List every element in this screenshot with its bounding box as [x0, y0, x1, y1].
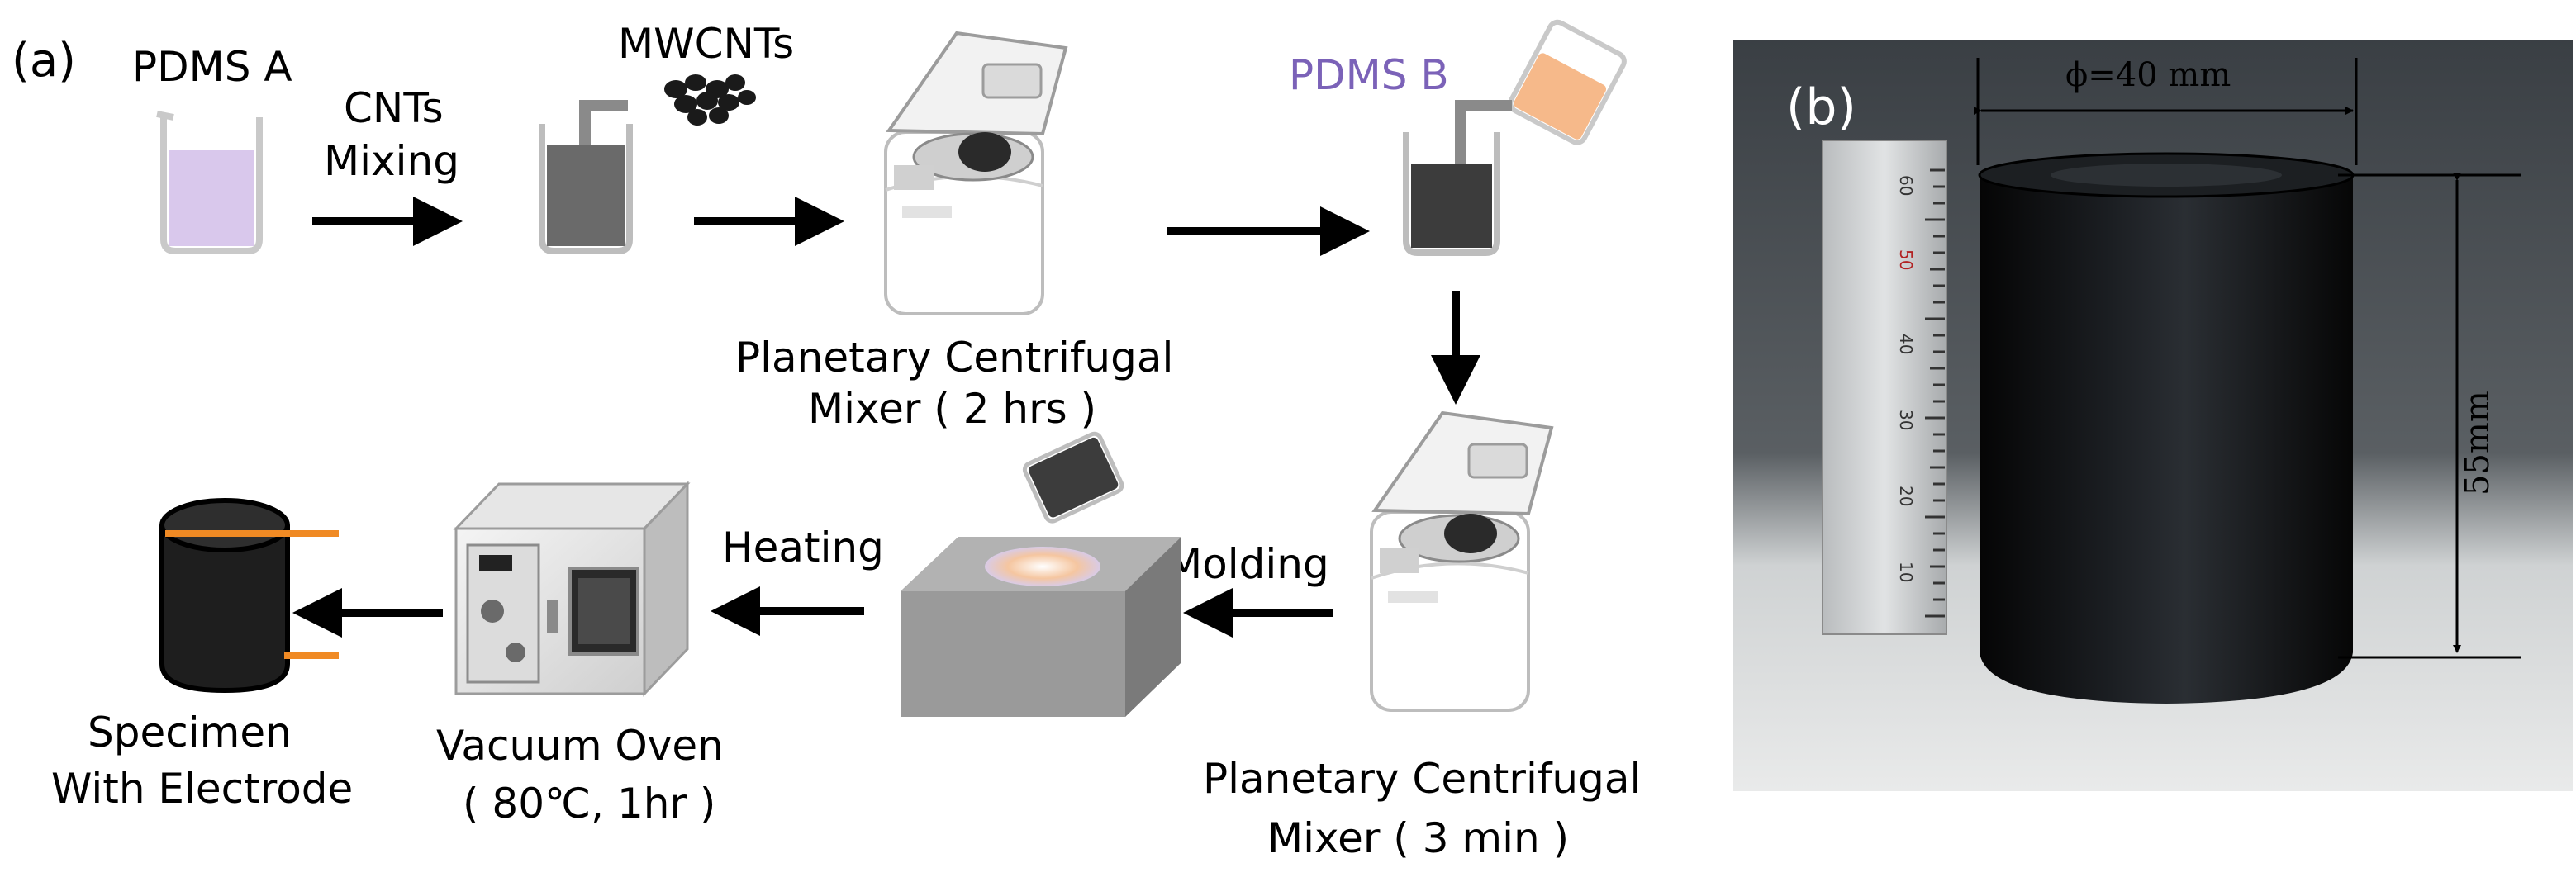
mixer1-label-1: Planetary Centrifugal	[735, 334, 1173, 382]
panel-a-label: (a)	[12, 34, 76, 88]
mixer2-label-2: Mixer ( 3 min )	[1267, 814, 1569, 862]
specimen-label-2: With Electrode	[51, 765, 353, 813]
oven-label-1: Vacuum Oven	[436, 722, 724, 770]
ruler-tick-40: 40	[1896, 334, 1916, 354]
ruler: 60 50 40 30 20 10	[1822, 140, 1947, 635]
black-cylinder-specimen	[1978, 152, 2355, 704]
pdms-b-label: PDMS B	[1289, 51, 1449, 99]
oven-label-2: ( 80℃, 1hr )	[463, 780, 715, 827]
mixer1-label-2: Mixer ( 2 hrs )	[808, 385, 1096, 433]
cnt-mixing-beaker	[539, 100, 633, 254]
panel-b-label: (b)	[1786, 78, 1856, 136]
mwcnt-particles	[664, 74, 756, 126]
heating-label: Heating	[722, 524, 884, 571]
mixer2-label-1: Planetary Centrifugal	[1203, 755, 1641, 803]
diameter-label: ϕ=40 mm	[2065, 56, 2231, 94]
vacuum-oven	[453, 481, 691, 697]
specimen-with-electrode	[159, 498, 339, 694]
mwcnts-label: MWCNTs	[618, 20, 794, 68]
pouring-cup	[1022, 431, 1124, 524]
cnts-mixing-label-1: CNTs	[344, 84, 444, 132]
cnts-mixing-label-2: Mixing	[324, 137, 459, 185]
ruler-tick-30: 30	[1896, 410, 1916, 430]
height-label: 55mm	[2459, 391, 2497, 496]
ruler-tick-10: 10	[1896, 562, 1916, 582]
centrifugal-mixer-2	[1370, 410, 1554, 712]
mold-box	[901, 537, 1181, 717]
pdms-b-beaker	[1508, 19, 1627, 145]
ruler-tick-60: 60	[1896, 175, 1916, 196]
molding-label: Molding	[1167, 540, 1329, 588]
specimen-label-1: Specimen	[88, 709, 292, 756]
mixture-beaker	[1403, 100, 1512, 256]
ruler-tick-20: 20	[1896, 486, 1916, 506]
panel-b-photo: 60 50 40 30 20 10 ϕ=40 mm 55mm (b)	[1733, 40, 2573, 791]
ruler-tick-50: 50	[1896, 249, 1916, 270]
pdms-a-label: PDMS A	[132, 43, 292, 91]
pdms-a-beaker	[156, 111, 263, 254]
centrifugal-mixer-1	[884, 31, 1068, 315]
